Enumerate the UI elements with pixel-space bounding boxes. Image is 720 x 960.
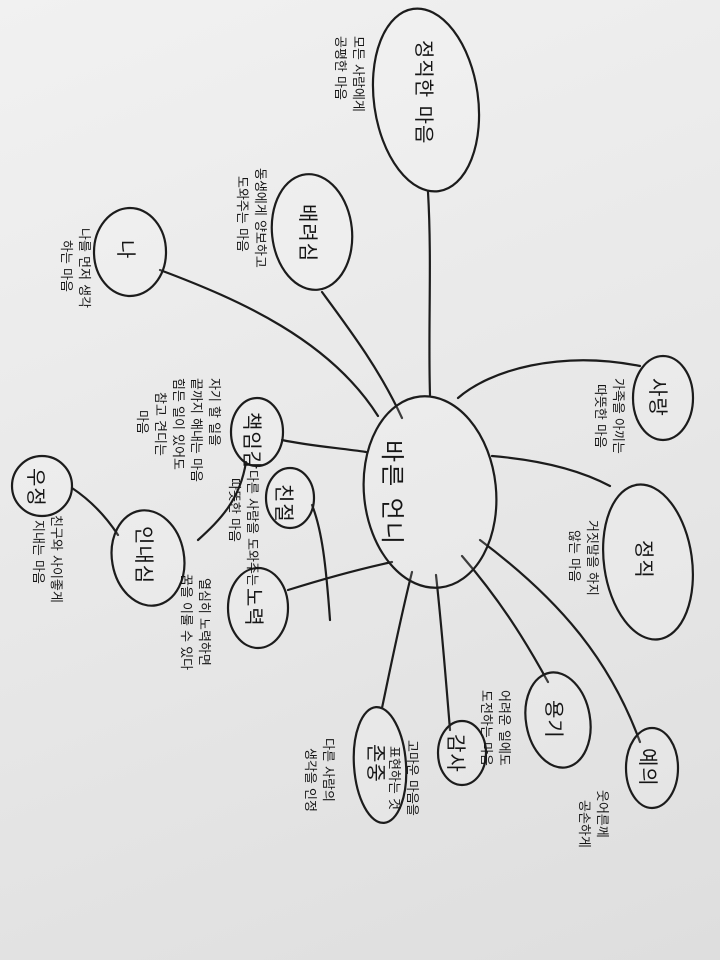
note-patience-2: 참고 견디는 [152,392,167,456]
note-friend-2: 지내는 마음 [30,520,45,584]
note-heart-2: 공평한 마음 [332,36,347,100]
center-bubble [362,395,498,589]
bubble-honest [601,483,695,641]
word-duty: 책임감 [240,412,264,471]
bubble-effort [226,566,290,650]
connector-line [280,438,368,454]
note-patience-1: 힘든 일이 있어도 [170,378,185,470]
note-patience-3: 마음 [134,410,149,434]
note-effort-2: 꿈을 이룰 수 있다 [178,574,193,671]
connector-line [70,486,120,537]
connector-line [310,503,332,622]
note-me-2: 하는 마음 [58,240,73,292]
note-friend-1: 친구와 사이좋게 [48,515,63,603]
note-honest-1: 거짓말을 하지 [584,520,599,596]
connector-line [426,190,432,397]
bubble-kindness [264,466,316,530]
bubble-respect [352,706,408,824]
note-duty-2: 끝까지 해내는 마음 [188,378,203,482]
connector-line [158,268,380,418]
note-respect-2: 생각을 인정 [302,748,317,812]
bubble-sibling [270,173,354,291]
note-love-1: 가족을 아끼는 [610,378,625,454]
note-thanks-1: 고마운 마음을 [404,740,419,816]
bubble-friend [10,454,74,518]
connector-line [456,359,642,400]
word-manner: 예의 [636,748,660,787]
bubble-manner [624,726,680,810]
connector-line [460,554,550,684]
word-courage: 용기 [542,700,566,739]
note-kindness-2: 따뜻한 마음 [226,478,241,542]
bubble-patience [110,509,186,607]
bubble-love [631,354,695,442]
bubble-duty [229,396,285,468]
connector-line [380,570,414,710]
word-effort: 노력 [242,588,266,627]
note-sibling-2: 도와주는 마음 [234,176,249,252]
bubble-me [92,206,168,298]
note-kindness-1: 다른 사람을 도와주는 [244,470,259,586]
note-courage-1: 어려운 일에도 [496,690,511,766]
note-duty-1: 자기 할 일을 [206,378,221,447]
word-heart: 정직한 마음 [412,40,436,145]
note-thanks-2: 표현하는 것 [386,746,401,810]
note-respect-1: 다른 사람의 [320,738,335,802]
connector-line [286,560,394,592]
word-honest: 정직 [632,540,656,579]
connector-line [196,460,248,542]
connector-line [434,573,452,732]
word-friend: 우정 [24,468,48,507]
note-sibling-1: 동생에게 양보하고 [252,168,267,268]
connector-line [478,538,642,744]
center-word: 바른 언니 [378,440,406,546]
note-me-1: 나를 먼저 생각 [76,228,91,309]
bubble-courage [524,671,592,769]
connector-line [490,454,612,488]
word-kindness: 친절 [272,484,296,523]
note-love-2: 따뜻한 마음 [592,384,607,448]
bubble-thanks [436,719,488,787]
word-me: 나 [114,240,138,260]
connector-line [320,290,404,420]
note-effort-1: 열심히 노력하면 [196,578,211,666]
note-manner-2: 공손하게 [576,800,591,848]
bubble-heart [371,7,481,193]
word-love: 사랑 [646,378,670,417]
word-patience: 인내심 [132,526,156,585]
note-manner-1: 웃어른께 [594,790,609,838]
word-sibling: 배려심 [296,204,320,263]
note-honest-2: 않는 마음 [566,530,581,582]
word-thanks: 감사 [444,734,468,773]
note-heart-1: 모든 사람에게 [350,36,365,112]
note-courage-2: 도전하는 마음 [478,690,493,766]
